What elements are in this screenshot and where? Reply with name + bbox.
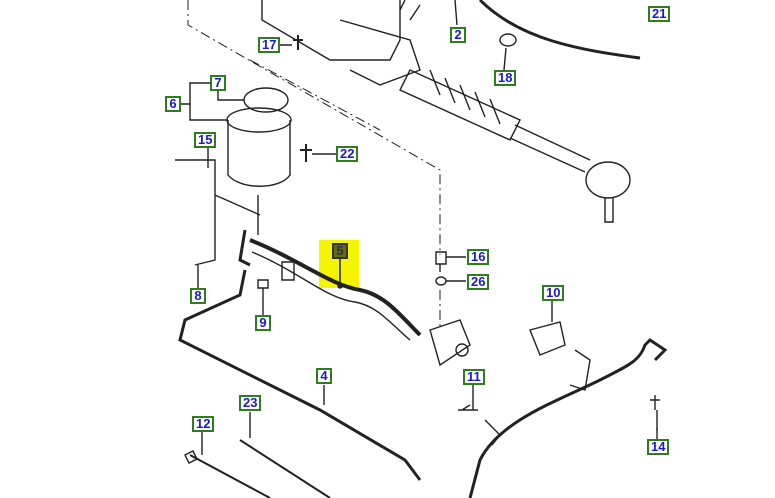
callout-7[interactable]: 7	[210, 75, 226, 91]
reservoir	[175, 87, 292, 266]
steering-rack	[261, 0, 631, 223]
callout-11[interactable]: 11	[463, 369, 485, 385]
callout-6[interactable]: 6	[165, 96, 181, 112]
callout-22[interactable]: 22	[336, 146, 359, 162]
callout-2[interactable]: 2	[450, 27, 466, 43]
callout-12[interactable]: 12	[192, 416, 215, 432]
callout-10[interactable]: 10	[542, 285, 565, 301]
callout-14[interactable]: 14	[647, 439, 670, 455]
callout-16[interactable]: 16	[467, 249, 490, 265]
callout-23[interactable]: 23	[239, 395, 262, 411]
callout-18[interactable]: 18	[494, 70, 517, 86]
callout-15[interactable]: 15	[194, 132, 217, 148]
callout-21[interactable]: 21	[648, 6, 671, 22]
callout-4[interactable]: 4	[316, 368, 332, 384]
callout-8[interactable]: 8	[190, 288, 206, 304]
callout-26[interactable]: 26	[467, 274, 490, 290]
callout-5[interactable]: 5	[332, 243, 348, 259]
callout-9[interactable]: 9	[255, 315, 271, 331]
callout-17[interactable]: 17	[258, 37, 281, 53]
